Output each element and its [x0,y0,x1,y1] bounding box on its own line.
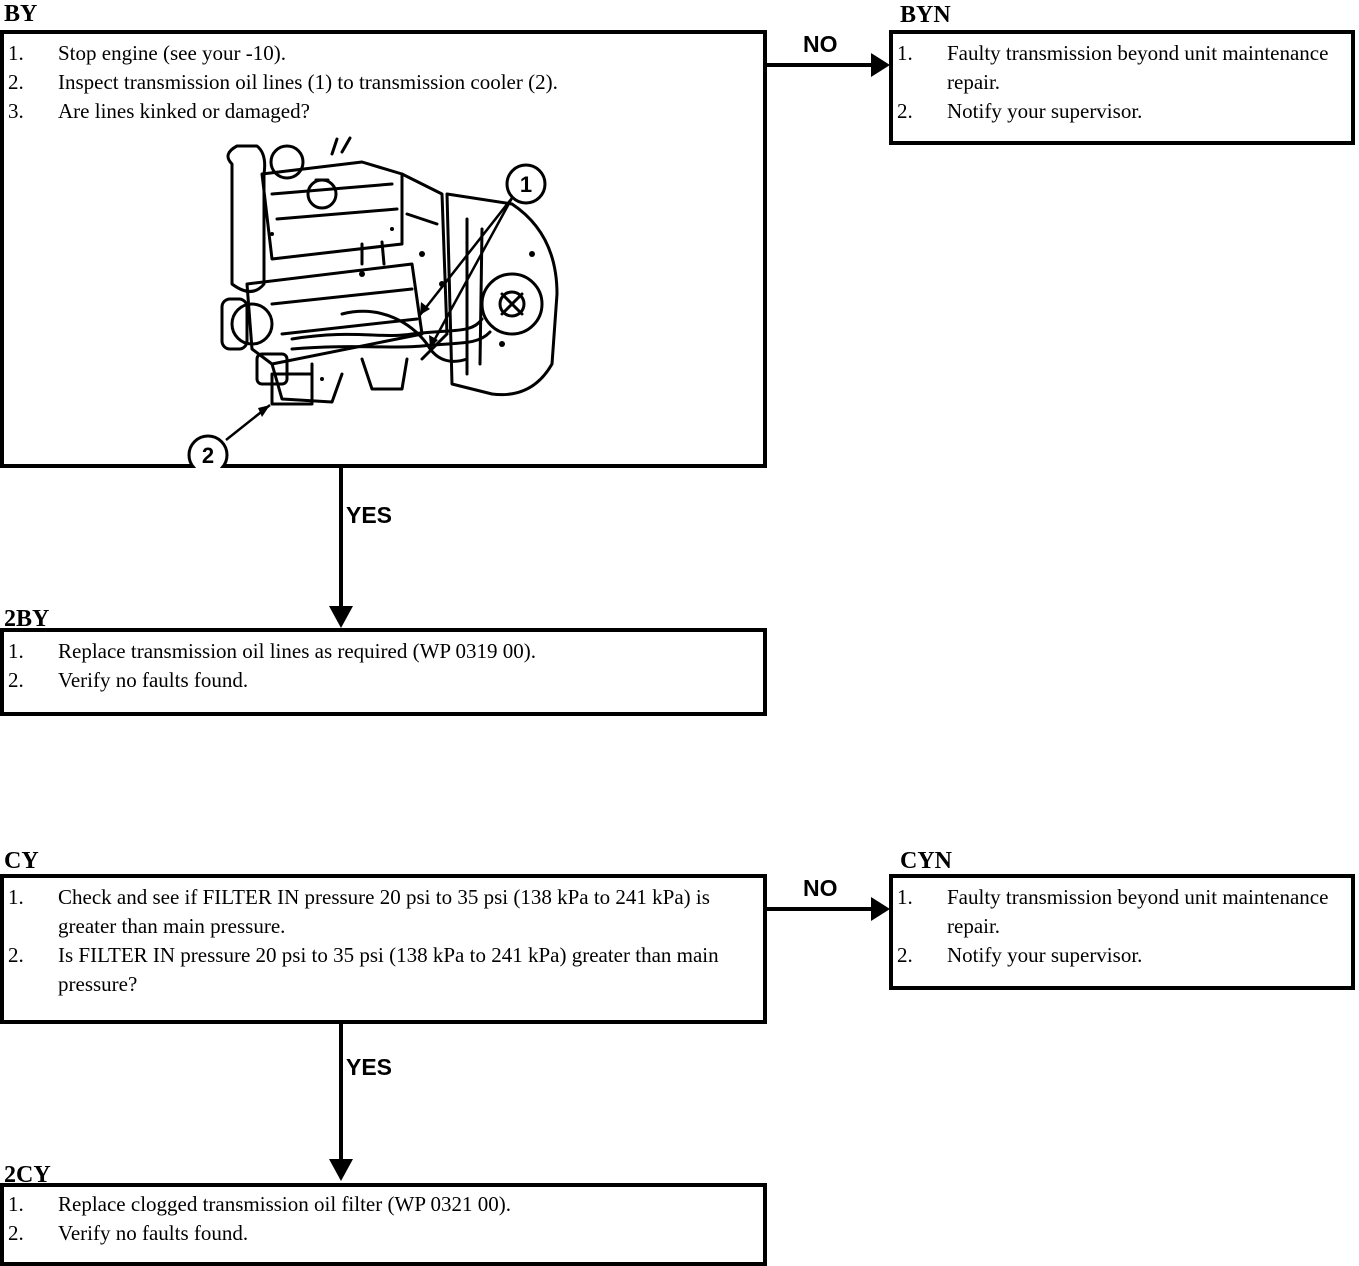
step-item: 1. Check and see if FILTER IN pressure 20… [4,883,755,941]
step-item: 2. Verify no faults found. [4,1219,763,1248]
engine-illustration [220,136,559,406]
step-text: Faulty transmission beyond unit maintena… [947,41,1329,94]
block-label-by: BY [4,1,38,27]
callout-leaders: 1 2 [187,163,547,468]
block-cy: 1. Check and see if FILTER IN pressure 20… [0,874,767,1024]
step-text: Replace clogged transmission oil filter … [58,1192,511,1216]
step-text: Notify your supervisor. [947,943,1143,967]
callout-2: 2 [202,443,214,468]
step-list: 1. Replace transmission oil lines as requ… [4,637,763,695]
step-number: 2. [8,70,24,94]
step-number: 2. [897,943,913,967]
step-text: Is FILTER IN pressure 20 psi to 35 psi (… [58,943,719,996]
callout-1: 1 [520,172,532,197]
step-item: 1. Faulty transmission beyond unit mainte… [893,39,1351,97]
step-list: 1. Check and see if FILTER IN pressure 20… [4,883,763,999]
step-item: 3. Are lines kinked or damaged? [4,97,763,126]
step-list: 1. Faulty transmission beyond unit mainte… [893,883,1351,970]
branch-yes-by: YES [346,502,393,528]
step-item: 2. Inspect transmission oil lines (1) to … [4,68,763,97]
arrowhead-by-yes [329,606,353,628]
step-text: Verify no faults found. [58,668,249,692]
step-text: Verify no faults found. [58,1221,249,1245]
block-by: 1. Stop engine (see your -10). 2. Inspect … [0,30,767,468]
block-label-2by: 2BY [4,606,50,632]
step-item: 1. Replace transmission oil lines as requ… [4,637,763,666]
step-number: 2. [8,1221,24,1245]
step-text: Notify your supervisor. [947,99,1143,123]
step-number: 1. [8,639,24,663]
step-text: Check and see if FILTER IN pressure 20 p… [58,885,710,938]
block-label-byn: BYN [900,2,951,28]
step-list: 1. Replace clogged transmission oil filte… [4,1190,763,1248]
block-label-cyn: CYN [900,848,952,874]
step-number: 1. [8,1192,24,1216]
step-number: 2. [897,99,913,123]
step-number: 2. [8,668,24,692]
block-cyn: 1. Faulty transmission beyond unit mainte… [889,874,1355,990]
step-item: 2. Notify your supervisor. [893,97,1351,126]
step-item: 2. Is FILTER IN pressure 20 psi to 35 psi… [4,941,755,999]
arrowhead-by-no [871,53,890,77]
step-list: 1. Faulty transmission beyond unit mainte… [893,39,1351,126]
step-item: 1. Faulty transmission beyond unit mainte… [893,883,1351,941]
branch-no-cy: NO [803,875,838,901]
step-text: Stop engine (see your -10). [58,41,287,65]
block-label-cy: CY [4,848,39,874]
step-number: 1. [8,885,24,909]
step-number: 3. [8,99,24,123]
step-number: 1. [897,885,913,909]
step-list: 1. Stop engine (see your -10). 2. Inspect … [4,39,763,126]
step-number: 1. [8,41,24,65]
branch-yes-cy: YES [346,1054,393,1080]
block-byn: 1. Faulty transmission beyond unit mainte… [889,30,1355,145]
step-item: 1. Stop engine (see your -10). [4,39,763,68]
step-text: Inspect transmission oil lines (1) to tr… [58,70,558,94]
arrowhead-cy-yes [329,1159,353,1181]
step-number: 2. [8,943,24,967]
step-item: 2. Notify your supervisor. [893,941,1351,970]
step-item: 2. Verify no faults found. [4,666,763,695]
block-2by: 1. Replace transmission oil lines as requ… [0,628,767,716]
arrowhead-cy-no [871,897,890,921]
step-number: 1. [897,41,913,65]
branch-no-by: NO [803,31,838,57]
step-text: Faulty transmission beyond unit maintena… [947,885,1329,938]
step-text: Replace transmission oil lines as requir… [58,639,537,663]
block-2cy: 1. Replace clogged transmission oil filte… [0,1183,767,1266]
step-item: 1. Replace clogged transmission oil filte… [4,1190,763,1219]
step-text: Are lines kinked or damaged? [58,99,310,123]
